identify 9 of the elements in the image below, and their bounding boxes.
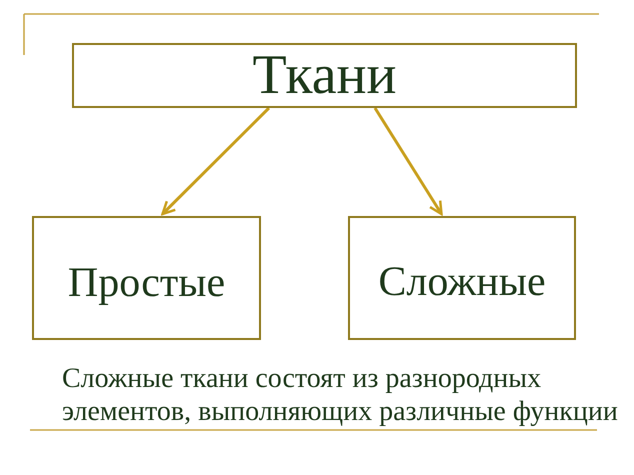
category-box [348, 216, 576, 340]
category-label: Сложные [378, 258, 546, 306]
category-box [32, 216, 261, 340]
arrow [161, 106, 270, 216]
title-box [72, 43, 577, 108]
title-text: Ткани [252, 44, 396, 106]
category-label: Простые [68, 260, 226, 306]
arrow [374, 107, 443, 216]
note-text: Сложные ткани состоят из разнородных элементов, выполняющих различные функции [62, 362, 619, 428]
